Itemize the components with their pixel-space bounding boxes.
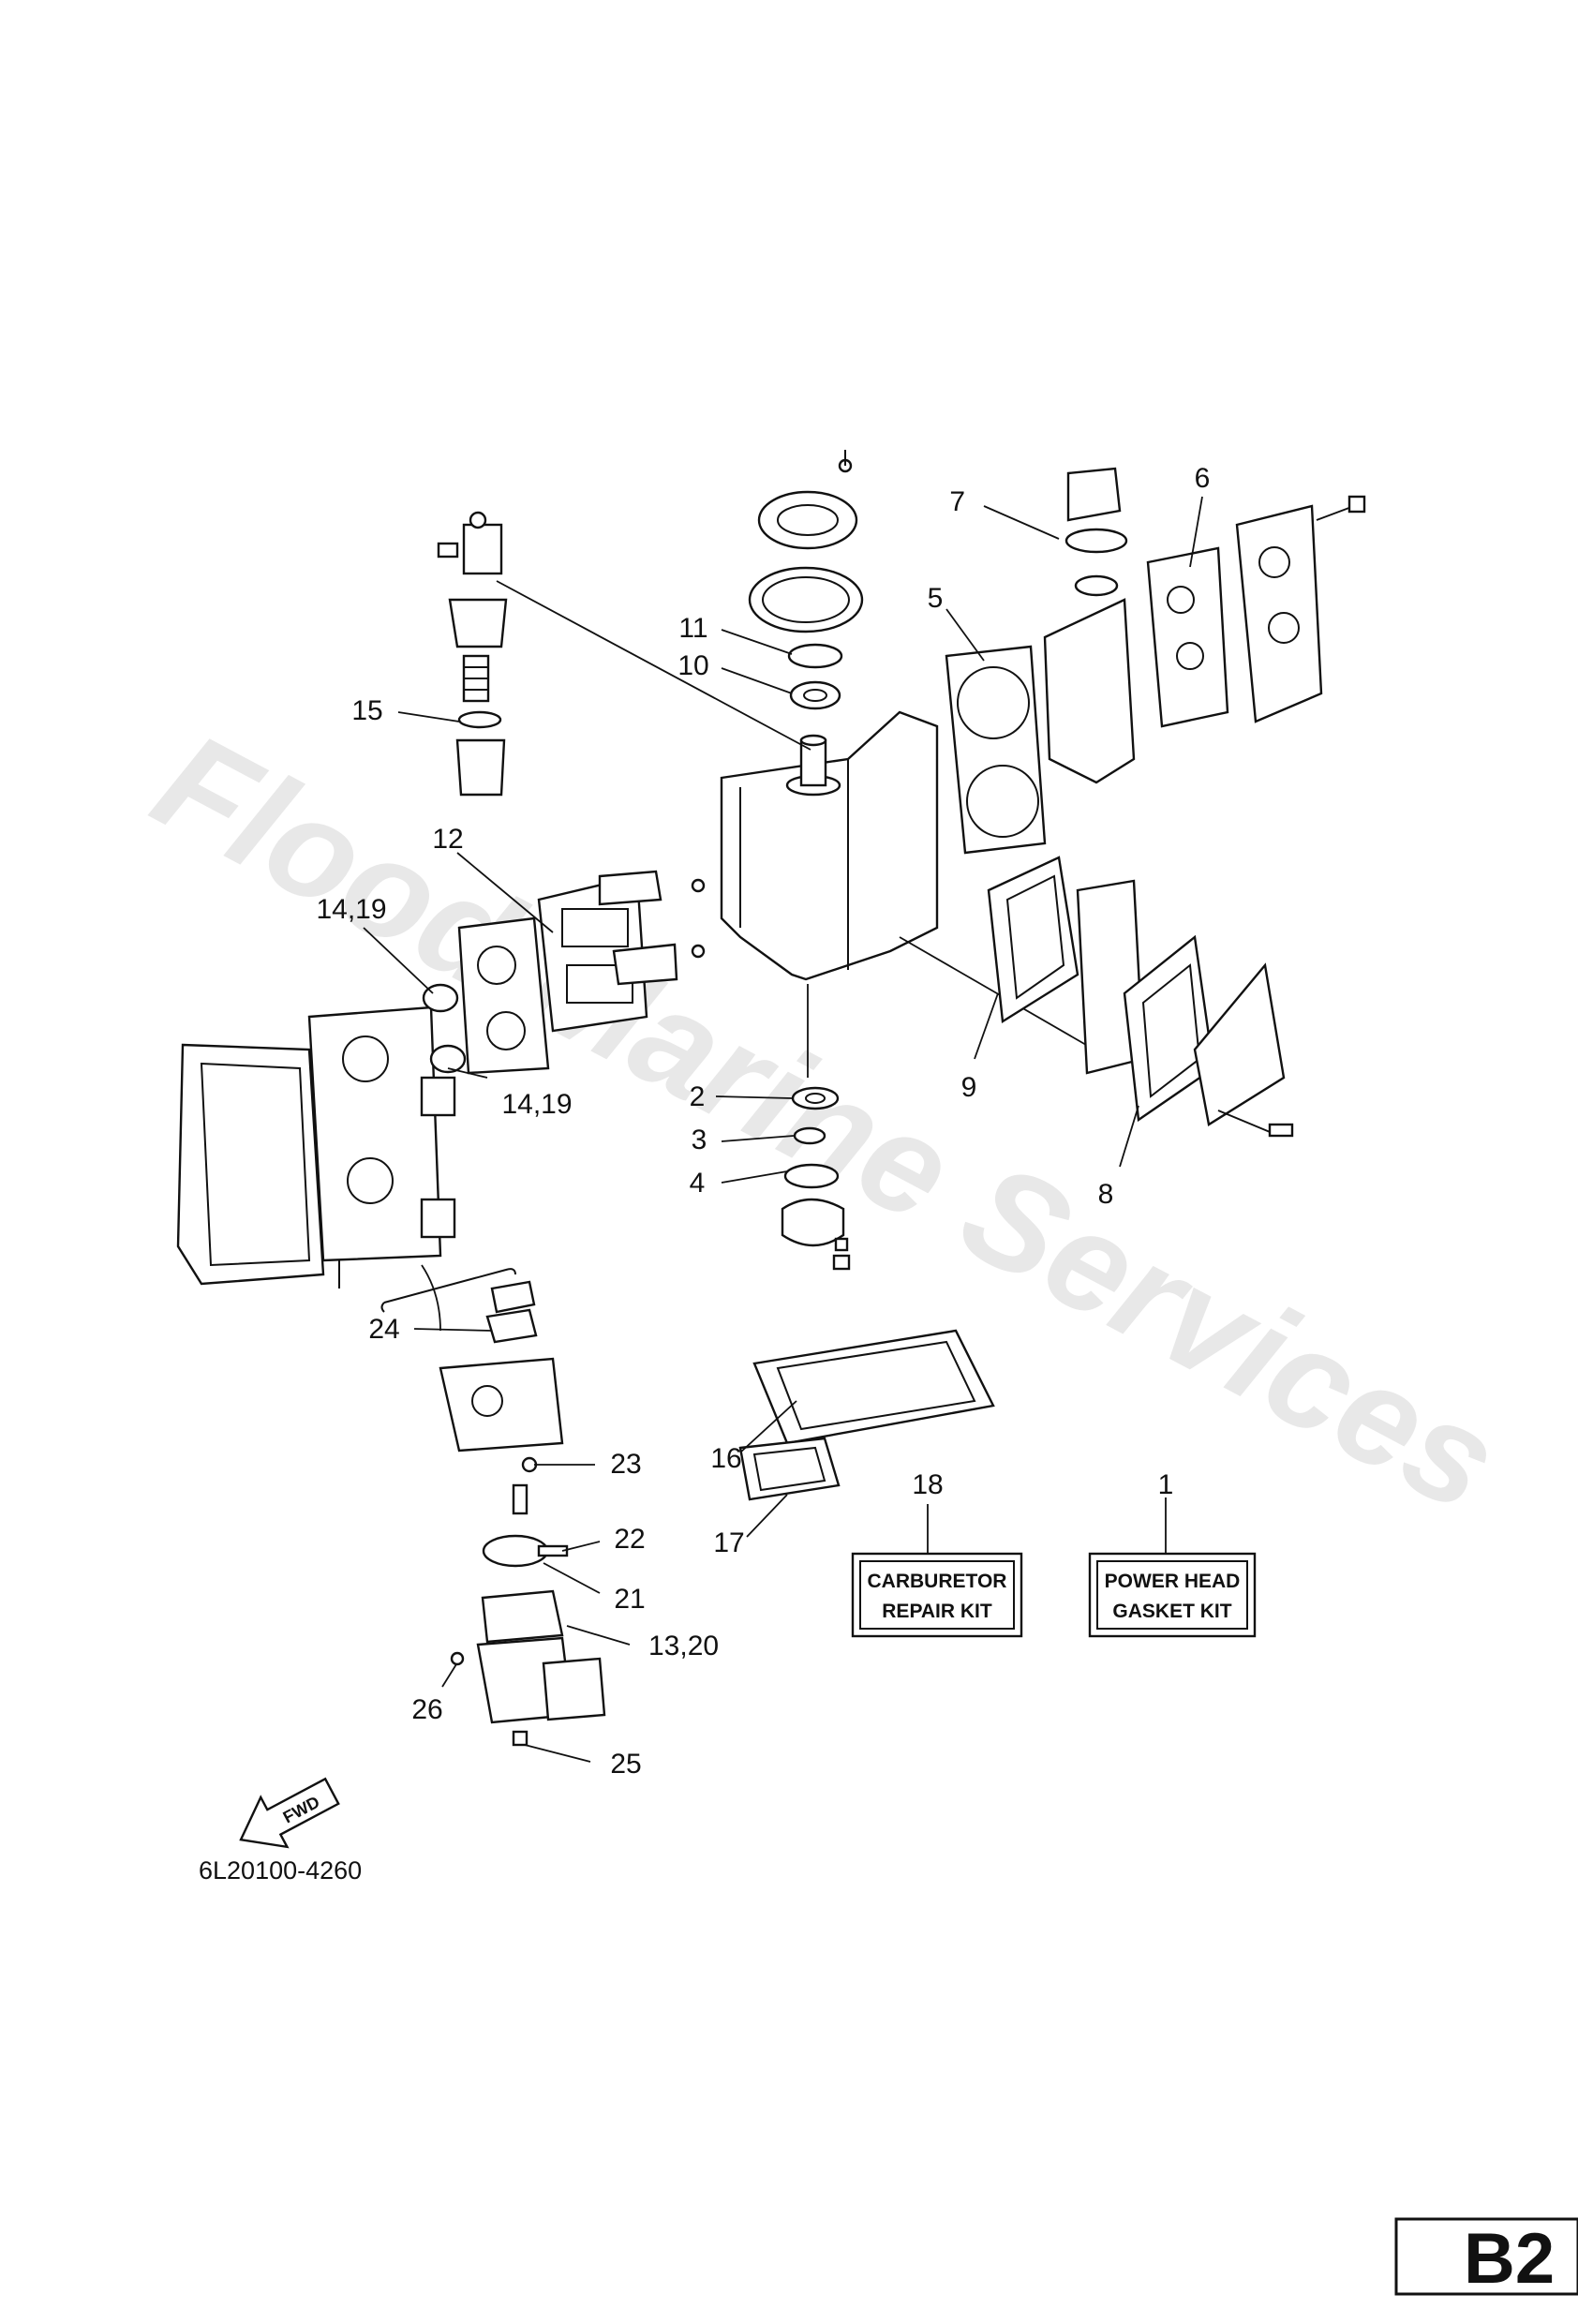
exhaust-outer-cover — [1193, 962, 1294, 1138]
gasket-17 — [738, 1437, 841, 1501]
callout-4: 4 — [690, 1168, 706, 1199]
callout-7: 7 — [949, 486, 965, 517]
callout-11: 11 — [678, 613, 707, 644]
intake-silencer — [176, 1043, 325, 1286]
callout-14-19-lower: 14,19 — [501, 1089, 572, 1120]
cylinder-head-cover — [1043, 467, 1366, 784]
leader-line — [496, 580, 811, 751]
carburetor-detail — [338, 1260, 606, 1747]
gasket-16 — [752, 1329, 995, 1445]
carburetor-repair-kit-box: CARBURETOR REPAIR KIT — [851, 1552, 1023, 1638]
fwd-arrow-icon: FWD — [239, 1777, 340, 1849]
callout-13-20: 13,20 — [648, 1631, 719, 1661]
callout-12: 12 — [432, 824, 463, 855]
callout-26: 26 — [411, 1694, 442, 1725]
callout-25: 25 — [610, 1749, 641, 1780]
page-code: B2 — [1464, 2219, 1555, 2299]
callout-15: 15 — [351, 695, 382, 726]
callout-8: 8 — [1098, 1179, 1114, 1210]
kit-label-line2: GASKET KIT — [1112, 1601, 1231, 1622]
callouts: 7 6 5 11 10 15 12 14,19 14,19 2 3 4 9 8 … — [316, 463, 1210, 1780]
intake-manifold — [457, 916, 550, 1075]
drawing-number: 6L20100-4260 — [199, 1856, 362, 1885]
crankcase-cylinder-block — [720, 710, 939, 981]
callout-21: 21 — [614, 1584, 645, 1615]
page-code-box: B2 — [1394, 2217, 1578, 2299]
callout-leaders — [363, 496, 1203, 1763]
oil-seal-10 — [789, 680, 841, 710]
group-bracket — [383, 1268, 516, 1304]
leader-line — [421, 1264, 441, 1332]
callout-2: 2 — [690, 1081, 706, 1112]
callout-18: 18 — [912, 1469, 943, 1500]
o-ring-11 — [787, 643, 843, 669]
kit-label-line1: CARBURETOR — [868, 1571, 1007, 1592]
callout-23: 23 — [610, 1449, 641, 1480]
kit-label-line2: REPAIR KIT — [882, 1601, 992, 1622]
callout-5: 5 — [928, 583, 944, 614]
carburetor-bodies — [307, 1006, 456, 1262]
callout-16: 16 — [710, 1443, 741, 1474]
callout-3: 3 — [692, 1125, 707, 1155]
power-head-gasket-kit-box: POWER HEAD GASKET KIT — [1088, 1552, 1257, 1638]
callout-24: 24 — [368, 1314, 399, 1345]
upper-seal-plates — [748, 450, 864, 633]
callout-1: 1 — [1158, 1469, 1174, 1500]
cylinder-head-gasket-5 — [945, 645, 1047, 855]
callout-9: 9 — [961, 1072, 977, 1103]
callout-10: 10 — [677, 650, 708, 681]
callout-17: 17 — [713, 1527, 744, 1558]
group-bracket-end — [380, 1302, 385, 1313]
exhaust-inner-gasket-9 — [987, 856, 1079, 1024]
callout-22: 22 — [614, 1524, 645, 1555]
callout-14-19-upper: 14,19 — [316, 894, 386, 925]
callout-6: 6 — [1195, 463, 1211, 494]
fuel-pump-assembly — [437, 511, 508, 797]
intake-reed-assembly — [537, 870, 706, 1033]
rubber-seal-14-lower — [429, 1044, 467, 1074]
lower-seal-housing — [781, 1086, 851, 1271]
kit-label-line1: POWER HEAD — [1105, 1571, 1241, 1592]
